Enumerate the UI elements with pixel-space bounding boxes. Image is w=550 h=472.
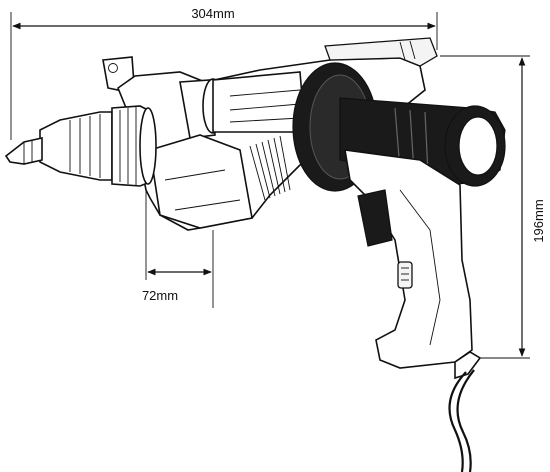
trigger	[357, 189, 393, 247]
dimension-length: 304mm	[10, 6, 438, 140]
pistol-grip	[344, 149, 482, 472]
dimension-length-label: 304mm	[191, 6, 234, 21]
dimension-housing-label: 72mm	[142, 288, 178, 303]
dimension-housing: 72mm	[142, 190, 214, 308]
vent-slots	[249, 135, 291, 201]
dimension-height-label: 196mm	[531, 199, 546, 242]
drill-illustration	[4, 37, 506, 472]
speed-switch	[397, 261, 413, 289]
dimension-height: 196mm	[440, 55, 546, 359]
drill-chuck	[4, 105, 157, 187]
